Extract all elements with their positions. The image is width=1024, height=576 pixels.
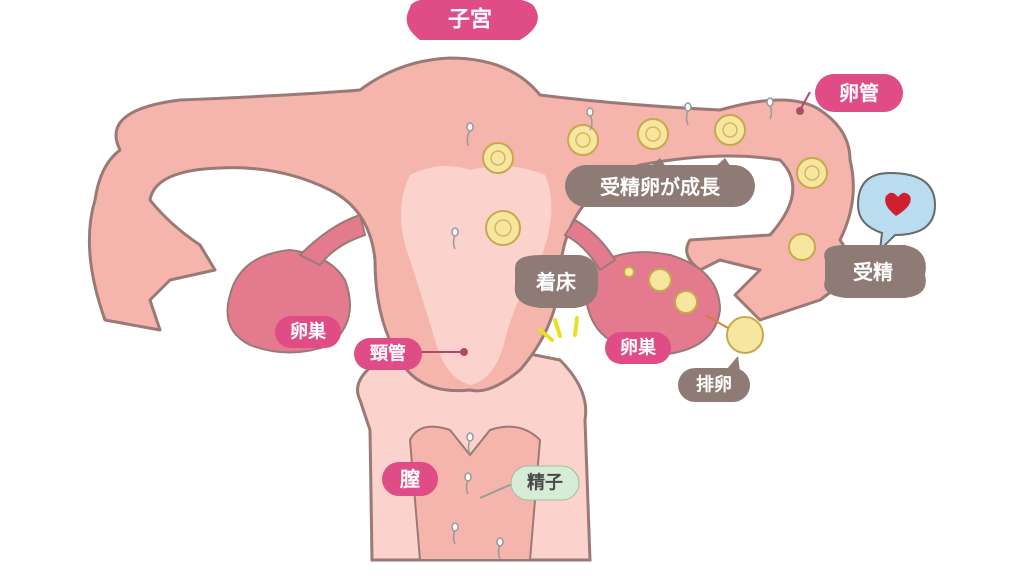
label-vagina: 膣 — [382, 462, 438, 496]
label-fertilized-egg-growth-text: 受精卵が成長 — [600, 175, 721, 199]
label-vagina-text: 膣 — [400, 467, 420, 491]
label-sperm: 精子 — [510, 465, 580, 501]
label-uterus: 子宮 — [406, 0, 538, 40]
embryo-icon — [482, 114, 828, 261]
label-sperm-text: 精子 — [527, 472, 563, 494]
sperm-leader — [479, 483, 513, 499]
heart-icon — [885, 192, 911, 216]
label-fertilization: 受精 — [824, 245, 926, 298]
follicle — [623, 266, 635, 278]
ligament-left — [298, 213, 367, 267]
egg-cell-icon — [726, 316, 764, 354]
implantation-glow — [538, 316, 579, 342]
follicle — [648, 268, 672, 292]
ligament-right — [563, 218, 617, 272]
label-fallopian-tube-text: 卵管 — [839, 81, 879, 105]
ovulation-arrow — [704, 314, 729, 329]
label-fertilization-text: 受精 — [853, 260, 893, 284]
follicle — [674, 290, 698, 314]
label-ovulation: 排卵 — [678, 356, 750, 402]
label-implantation: 着床 — [514, 255, 599, 308]
label-fertilized-egg-growth: 受精卵が成長 — [565, 158, 755, 207]
label-ovary-right-text: 卵巣 — [620, 337, 657, 359]
label-ovulation-text: 排卵 — [696, 374, 732, 396]
ovary-right — [585, 251, 722, 357]
label-ovary-left-text: 卵巣 — [290, 321, 327, 343]
label-ovary-right: 卵巣 — [605, 332, 671, 364]
label-implantation-text: 着床 — [535, 270, 577, 294]
embryo-detail — [490, 122, 820, 237]
vaginal-inner — [408, 425, 542, 561]
label-cervix-text: 頸管 — [370, 343, 406, 365]
label-ovary-left: 卵巣 — [275, 316, 341, 348]
label-uterus-text: 子宮 — [448, 7, 492, 33]
leader-lines — [420, 91, 811, 356]
label-cervix: 頸管 — [354, 338, 422, 370]
heart-bubble — [856, 171, 937, 253]
label-fallopian-tube: 卵管 — [815, 74, 903, 112]
sperm-icon — [451, 97, 774, 560]
